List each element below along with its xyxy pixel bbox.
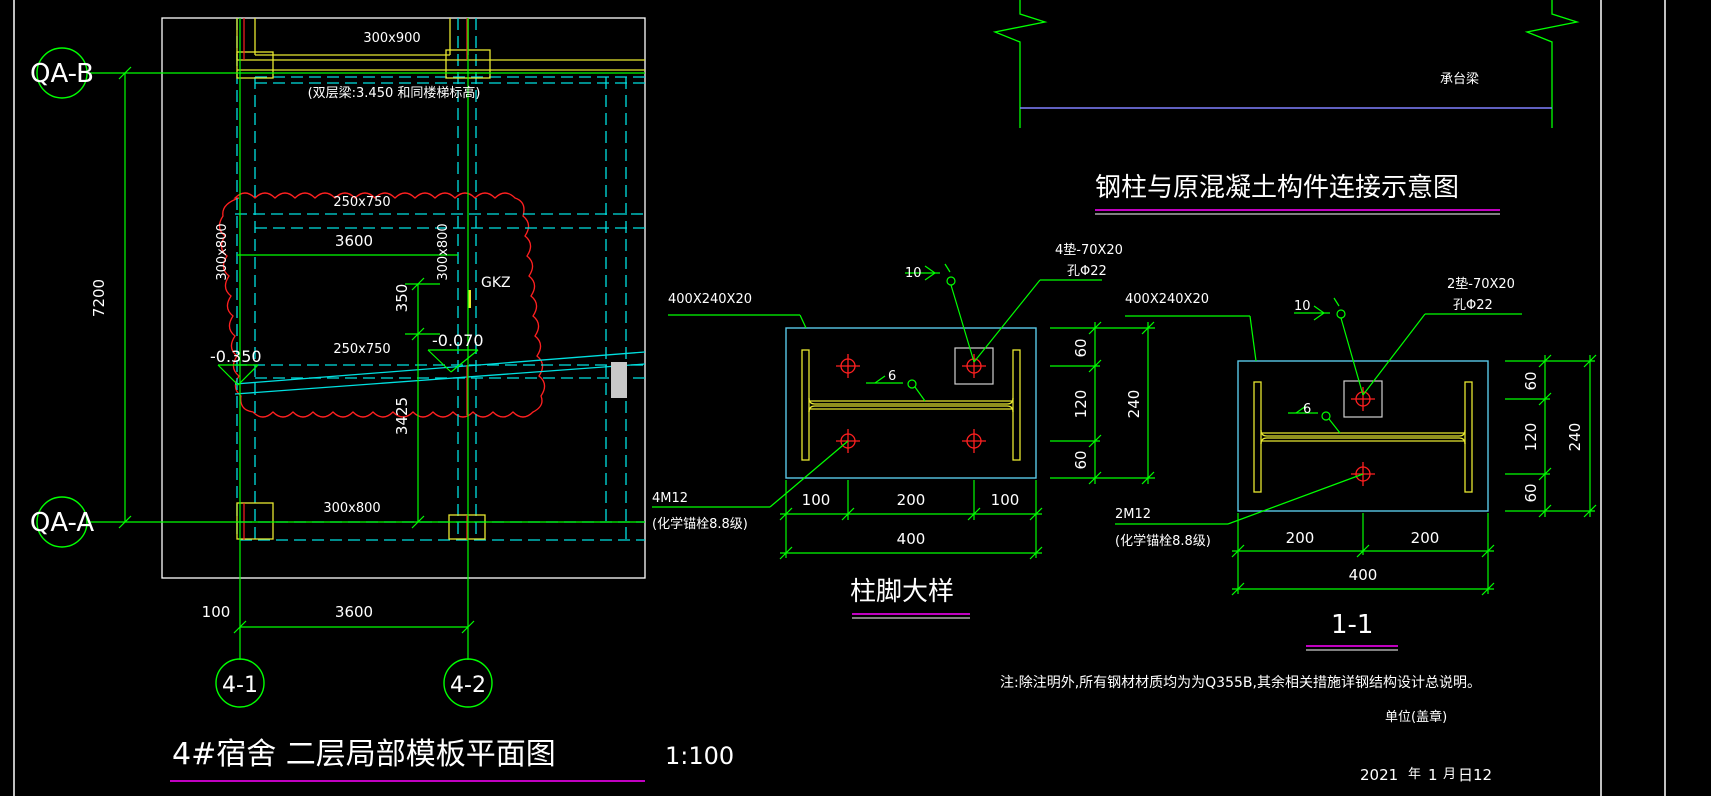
- column-label-gkz: GKZ: [481, 275, 511, 291]
- detail-right-hole: 孔Φ22: [1453, 298, 1493, 313]
- h-section-left: [801, 349, 1021, 461]
- detail-left-title: 柱脚大样: [850, 577, 954, 607]
- dim-100: 100: [202, 603, 231, 621]
- sloped-beam: [234, 351, 646, 395]
- gray-hatch-block: [611, 362, 627, 398]
- detail-right-weld-10: 10: [1294, 299, 1311, 314]
- detail-left-dim-200: 200: [897, 491, 926, 509]
- detail-right-weld-6: 6: [1303, 402, 1311, 417]
- unit-stamp-label: 单位(盖章): [1385, 709, 1447, 725]
- axis-label-4-2: 4-2: [450, 673, 486, 698]
- detail-left-dim-60a: 60: [1072, 338, 1090, 357]
- detail-left-leaders: [652, 263, 1155, 560]
- base-plate-right: [1237, 360, 1489, 512]
- detail-left-anchor: 4M12: [652, 491, 688, 506]
- beam-250x750-mid: 250x750: [333, 342, 390, 357]
- detail-right-dim-120: 120: [1522, 423, 1540, 452]
- detail-right-dim-200b: 200: [1411, 529, 1440, 547]
- beam-300x800-bottom: 300x800: [323, 501, 380, 516]
- axis-label-4-1: 4-1: [222, 673, 258, 698]
- detail-right-anchor: 2M12: [1115, 507, 1151, 522]
- detail-right-dim-240: 240: [1566, 423, 1584, 452]
- beam-300x800-left: 300x800: [215, 223, 230, 280]
- bolt-holes-left: [836, 354, 986, 453]
- detail-left-anchor-note: (化学锚栓8.8级): [652, 516, 748, 532]
- detail-left-dim-120: 120: [1072, 390, 1090, 419]
- detail-right-dim-60b: 60: [1522, 483, 1540, 502]
- beam-250x750-top: 250x750: [333, 195, 390, 210]
- section-1-1-detail: 400X240X20 10 6 2垫-70X20 孔Φ22 2M12 (化学锚栓…: [1115, 276, 1597, 651]
- detail-right-dim-200a: 200: [1286, 529, 1315, 547]
- detail-left-dim-240: 240: [1125, 390, 1143, 419]
- dim-350: 350: [393, 284, 411, 313]
- top-beam-yellow: [236, 18, 645, 540]
- detail-left-dim-100b: 100: [991, 491, 1020, 509]
- notes: 注:除注明外,所有钢材材质均为为Q355B,其余相关措施详钢结构设计总说明。 单…: [1000, 674, 1492, 784]
- date-yue: 月: [1443, 767, 1456, 782]
- detail-left-washer: 4垫-70X20: [1055, 242, 1123, 258]
- axis-lines: [88, 18, 645, 660]
- detail-left-plate: 400X240X20: [668, 292, 752, 307]
- axis-label-QA-A: QA-A: [30, 508, 94, 538]
- washer-right: [1343, 380, 1383, 418]
- plan-boundary: [161, 17, 646, 579]
- detail-left-weld-6: 6: [888, 369, 896, 384]
- detail-right-washer: 2垫-70X20: [1447, 276, 1515, 292]
- elevation-mid: -0.070: [432, 331, 484, 350]
- detail-right-plate: 400X240X20: [1125, 292, 1209, 307]
- detail-left-hole: 孔Φ22: [1067, 264, 1107, 279]
- beam-300x900: 300x900: [363, 31, 420, 46]
- elevation-left: -0.350: [210, 347, 262, 366]
- detail-right-leaders: [1115, 297, 1597, 596]
- general-note: 注:除注明外,所有钢材材质均为为Q355B,其余相关措施详钢结构设计总说明。: [1000, 674, 1481, 691]
- date-month: 1: [1428, 766, 1438, 784]
- axis-bubbles: [36, 47, 493, 708]
- dim-3600-bottom: 3600: [335, 603, 373, 621]
- detail-left-dim-100a: 100: [802, 491, 831, 509]
- axis-bubble-QA-B: [36, 47, 88, 99]
- axis-bubble-QA-A: [36, 496, 88, 548]
- beam-note: (双层梁:3.450 和同楼梯标高): [308, 85, 481, 101]
- detail-left-dim-60b: 60: [1072, 450, 1090, 469]
- break-line-right: [1524, 0, 1580, 128]
- date-nian: 年: [1408, 767, 1421, 782]
- detail-right-title: 1-1: [1331, 610, 1373, 640]
- h-section-right: [1253, 381, 1473, 493]
- date-day: 日12: [1458, 766, 1492, 784]
- bolt-holes-right: [1351, 387, 1375, 486]
- revision-cloud: [218, 192, 546, 418]
- connection-top-label: 承台梁: [1440, 72, 1479, 87]
- connection-title: 钢柱与原混凝土构件连接示意图: [1095, 173, 1459, 203]
- detail-left-weld-10: 10: [905, 266, 922, 281]
- dim-3600-inner: 3600: [335, 232, 373, 250]
- axis-label-QA-B: QA-B: [30, 59, 94, 89]
- axis-bubble-4-2: [443, 658, 493, 708]
- plan-scale: 1:100: [665, 742, 734, 770]
- dim-7200: 7200: [90, 279, 108, 317]
- washer-left: [954, 347, 994, 385]
- dim-3425: 3425: [393, 397, 411, 435]
- beam-300x800-mid: 300x800: [436, 223, 451, 280]
- detail-right-anchor-note: (化学锚栓8.8级): [1115, 533, 1211, 549]
- floor-plan: QA-B QA-A 4-1 4-2 7200 100 3600 3600 350…: [30, 17, 734, 782]
- detail-left-dim-400: 400: [897, 530, 926, 548]
- connection-schematic: 承台梁 钢柱与原混凝土构件连接示意图: [992, 0, 1580, 215]
- axis-bubble-4-1: [215, 658, 265, 708]
- detail-right-dim-400: 400: [1349, 566, 1378, 584]
- sheet-frame: [13, 0, 1666, 796]
- plan-title: 4#宿舍 二层局部模板平面图: [172, 737, 556, 772]
- detail-right-dim-60a: 60: [1522, 371, 1540, 390]
- date-year: 2021: [1360, 766, 1398, 784]
- base-plate-left: [785, 327, 1037, 479]
- gkz-column-mark: [468, 290, 471, 308]
- break-line-left: [992, 0, 1048, 128]
- column-base-detail: 400X240X20 10 6 4垫-70X20 孔Φ22 4M12 (化学锚栓…: [652, 242, 1155, 619]
